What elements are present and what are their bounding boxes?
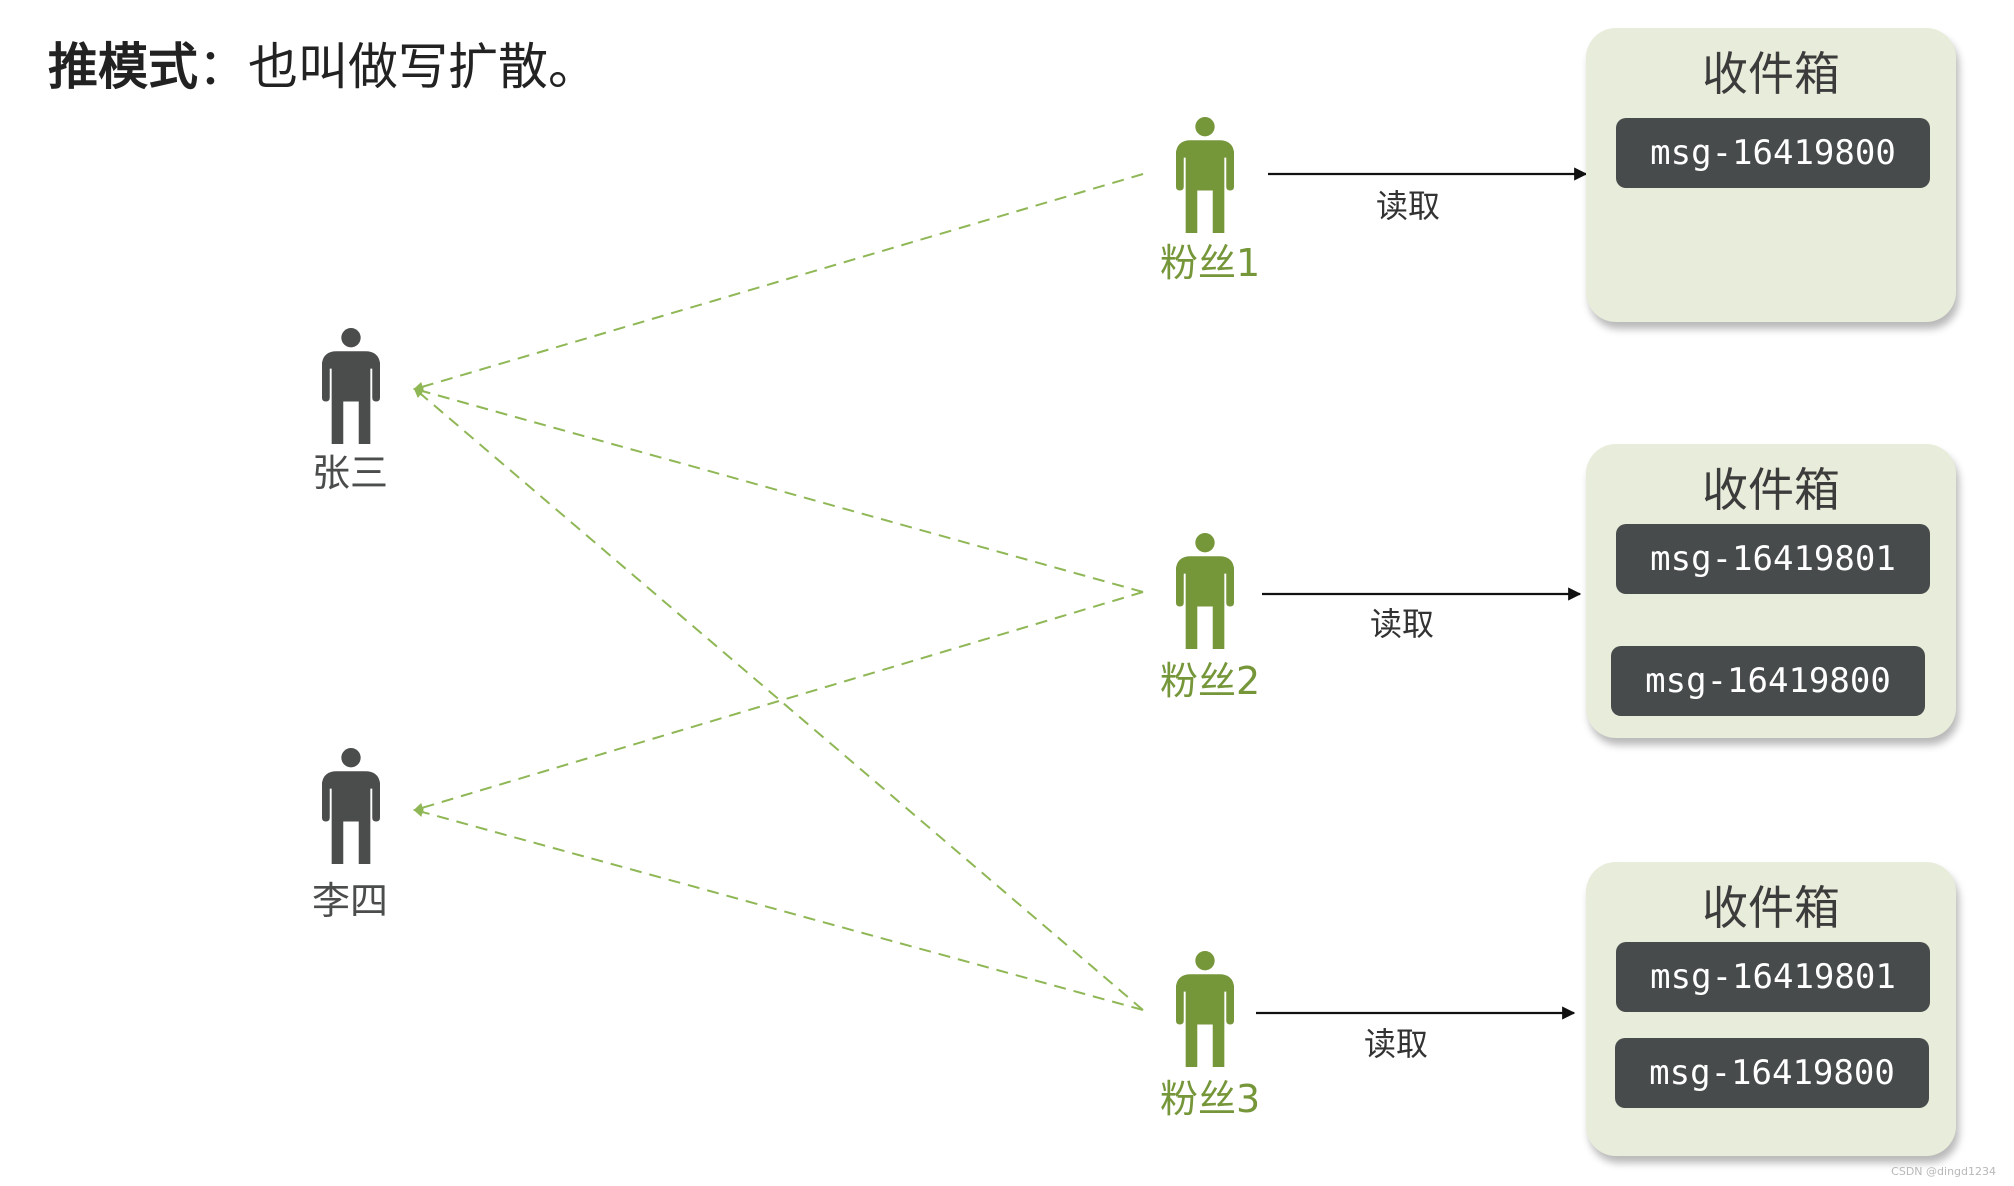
fan-label-2: 粉丝2 (1160, 659, 1261, 703)
push-arrow-fan3-lisi (413, 807, 1144, 1011)
inbox-3: 收件箱 msg-16419801 msg-16419800 (1586, 862, 1956, 1156)
title-rest: ：也叫做写扩散。 (198, 38, 598, 96)
fan-label-1: 粉丝1 (1160, 241, 1261, 285)
inbox-title: 收件箱 (1702, 881, 1840, 935)
inbox-2: 收件箱 msg-16419801 msg-16419800 (1586, 444, 1956, 738)
push-arrow-fan2-zhangsan (413, 386, 1144, 593)
inbox-1: 收件箱 msg-16419800 (1586, 28, 1956, 322)
author-label-lisi: 李四 (312, 879, 389, 923)
push-arrow-fan3-zhangsan (413, 387, 1144, 1011)
inbox-title: 收件箱 (1702, 463, 1840, 517)
push-arrow-fan1-zhangsan (413, 173, 1144, 392)
message-chip: msg-16419800 (1615, 1038, 1929, 1108)
person-icon-lisi (322, 748, 380, 864)
person-icon-fan2 (1176, 533, 1234, 649)
read-label-2: 读取 (1370, 605, 1435, 643)
message-chip: msg-16419801 (1616, 524, 1930, 594)
inbox-title: 收件箱 (1702, 47, 1840, 101)
message-chip: msg-16419801 (1616, 942, 1930, 1012)
author-label-zhangsan: 张三 (312, 451, 389, 495)
page-title: 推模式：也叫做写扩散。 (48, 34, 598, 100)
read-label-3: 读取 (1364, 1025, 1429, 1063)
person-icon-fan3 (1176, 951, 1234, 1067)
title-bold: 推模式 (48, 38, 198, 96)
fan-label-3: 粉丝3 (1160, 1077, 1261, 1121)
watermark: CSDN @dingd1234 (1891, 1165, 1996, 1178)
person-icon-fan1 (1176, 117, 1234, 233)
push-arrow-fan2-lisi (413, 591, 1144, 813)
read-label-1: 读取 (1376, 187, 1441, 225)
message-chip: msg-16419800 (1611, 646, 1925, 716)
message-chip: msg-16419800 (1616, 118, 1930, 188)
person-icon-zhangsan (322, 328, 380, 444)
